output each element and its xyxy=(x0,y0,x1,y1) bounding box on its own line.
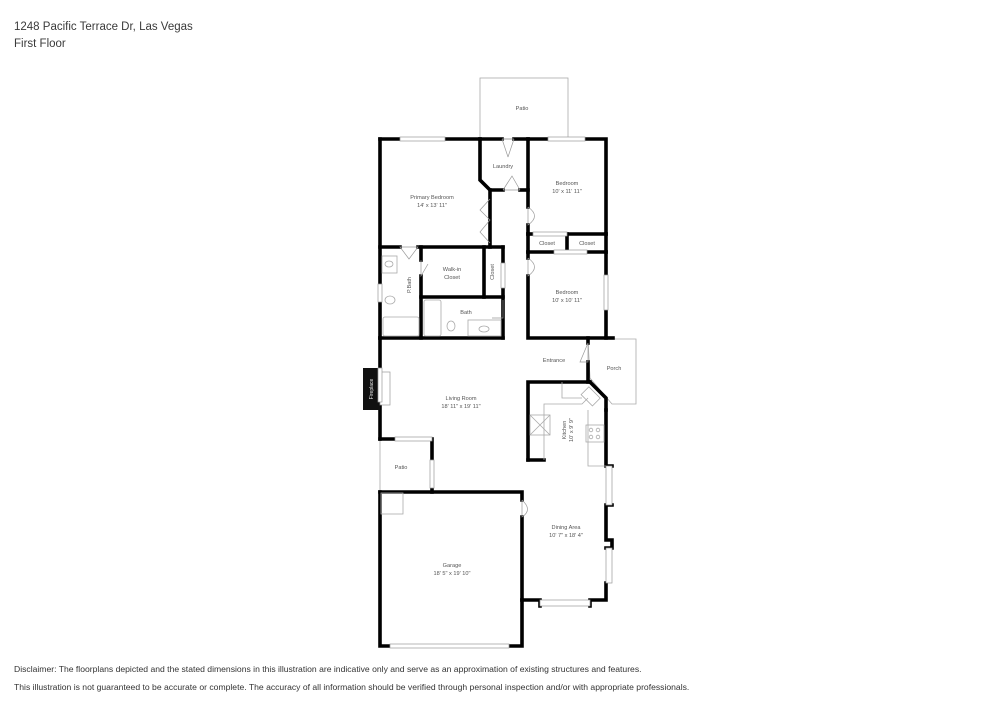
doors xyxy=(399,138,589,518)
pbath-label: P.Bath xyxy=(407,277,413,293)
fireplace-label: Fireplace xyxy=(369,379,375,400)
closet-1-label: Closet xyxy=(539,241,555,247)
disclaimer-line-1: Disclaimer: The floorplans depicted and … xyxy=(14,664,642,674)
closet-2-label: Closet xyxy=(579,241,595,247)
garage-label: Garage xyxy=(443,563,462,569)
patio-top-label: Patio xyxy=(516,106,529,112)
closet-3-label: Closet xyxy=(490,264,496,280)
fixtures xyxy=(380,255,606,515)
primary-bedroom-dims: 14' x 13' 11" xyxy=(417,203,447,209)
entrance-label: Entrance xyxy=(543,358,565,364)
exterior-walls xyxy=(378,137,615,648)
kitchen-label: Kitchen xyxy=(562,421,568,440)
bedroom-2-label: Bedroom xyxy=(556,290,579,296)
property-address: 1248 Pacific Terrace Dr, Las Vegas xyxy=(14,21,193,33)
bedroom-2-dims: 10' x 10' 11" xyxy=(552,298,582,304)
bedroom-1-dims: 10' x 11' 11" xyxy=(552,189,581,195)
dining-area-dims: 10' 7" x 18' 4" xyxy=(549,533,583,539)
garage-dims: 18' 5" x 19' 10" xyxy=(434,571,471,577)
patio-side-label: Patio xyxy=(395,465,408,471)
laundry-label: Laundry xyxy=(493,164,513,170)
bedroom-1-label: Bedroom xyxy=(556,181,579,187)
floor-label: First Floor xyxy=(14,38,66,50)
disclaimer-line-2: This illustration is not guaranteed to b… xyxy=(14,682,690,692)
fireplace-icon xyxy=(363,368,380,410)
walkin-closet-label-1: Walk-in xyxy=(443,267,461,273)
walkin-closet-label-2: Closet xyxy=(444,275,460,281)
dining-area-label: Dining Area xyxy=(552,525,582,531)
bath-label: Bath xyxy=(460,310,472,316)
windows xyxy=(377,136,613,649)
primary-bedroom-label: Primary Bedroom xyxy=(410,195,454,201)
porch-label: Porch xyxy=(607,366,622,372)
kitchen-dims: 10' x 9' 9" xyxy=(569,418,575,442)
living-room-label: Living Room xyxy=(445,396,476,402)
living-room-dims: 18' 11" x 19' 11" xyxy=(441,404,480,410)
